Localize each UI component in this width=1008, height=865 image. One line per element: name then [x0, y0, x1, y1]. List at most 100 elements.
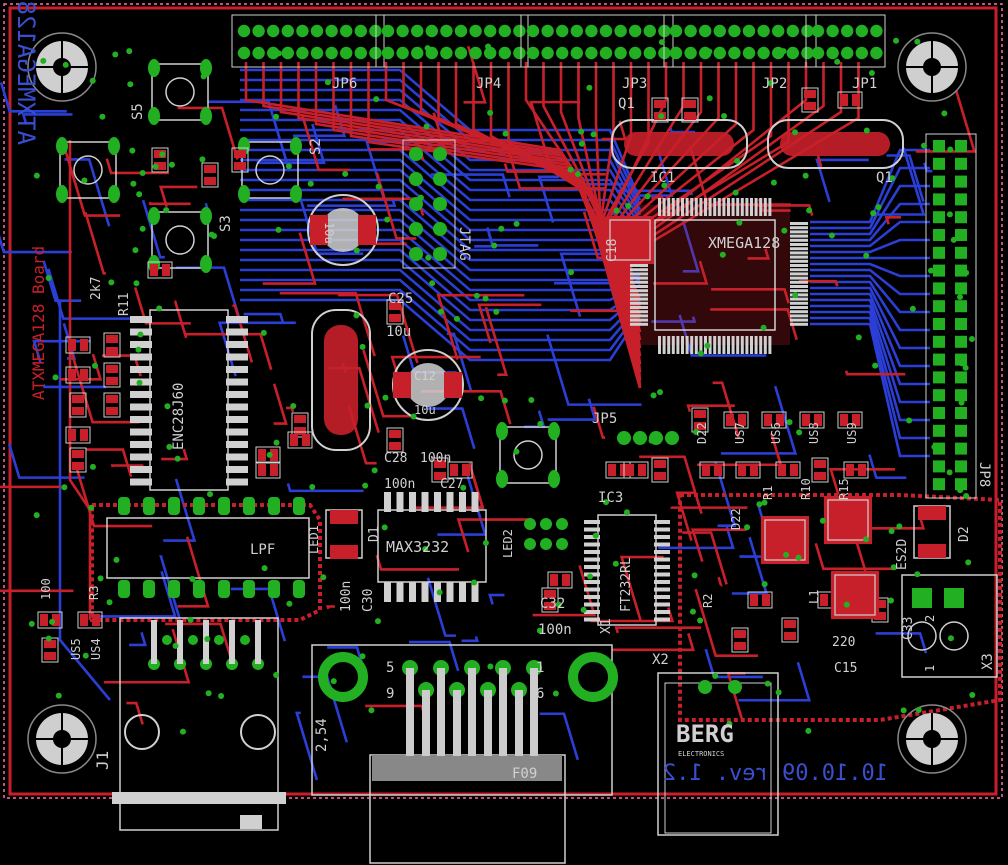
via [568, 269, 575, 276]
smd-outline [623, 461, 649, 479]
regulator-outline [764, 519, 806, 561]
d1-label: D1 [367, 526, 382, 542]
q1b-label: Q1 [618, 96, 635, 112]
header-pin [614, 46, 627, 60]
r11-label: R11 [117, 293, 132, 316]
jp8-pin [933, 282, 945, 295]
routing-trace [682, 531, 728, 585]
routing-trace [488, 593, 505, 605]
mcu-pin [736, 336, 740, 354]
via [950, 236, 957, 243]
ft-pin [584, 557, 600, 562]
ft-pin [654, 557, 670, 562]
ft-pin [584, 587, 600, 592]
smd-pad [874, 600, 886, 608]
q1-label: Q1 [876, 170, 893, 186]
via [889, 175, 896, 182]
jp4-label: JP4 [476, 76, 501, 92]
enc-pin [226, 453, 248, 461]
lpf-pad [218, 580, 230, 598]
header-pin [870, 46, 883, 60]
smd-pad [258, 449, 266, 461]
jp1-label: JP1 [852, 76, 877, 92]
jtag-pin [433, 247, 447, 261]
via [159, 151, 166, 158]
c11-value: 10u [322, 222, 336, 244]
via [613, 207, 620, 214]
ft-pin [654, 565, 670, 569]
smd-outline [801, 87, 819, 113]
via [136, 191, 143, 198]
small-header-pin [540, 538, 552, 550]
db9-pin1: 1 [536, 660, 544, 676]
header-pin [381, 46, 395, 60]
bus-trace [279, 62, 642, 317]
mcu-pin [699, 336, 703, 354]
routing-trace [717, 576, 723, 587]
smd-pad [72, 407, 84, 415]
c30-label: C30 [361, 589, 376, 612]
via [792, 129, 799, 136]
max-pin [434, 492, 441, 512]
via [946, 211, 953, 218]
header-pin [614, 24, 627, 38]
smd-pad [762, 594, 770, 606]
d22b-label: D22 [729, 508, 743, 530]
mcu-pin [662, 198, 666, 216]
via [266, 451, 273, 458]
smd-pad [804, 102, 816, 110]
mcu-pin [727, 336, 730, 354]
routing-trace [133, 286, 191, 325]
smd-pad [852, 414, 860, 426]
c12-value: 10u [414, 403, 436, 417]
ft-pin [654, 527, 670, 532]
routing-trace [461, 636, 480, 643]
via [482, 539, 489, 546]
db9-pin9: 9 [386, 686, 394, 702]
rj45-lead [203, 620, 209, 664]
bus-trace [810, 166, 930, 230]
db9-lead [453, 690, 461, 756]
via [957, 487, 964, 494]
via [33, 172, 40, 179]
regulator-pad [606, 216, 654, 264]
r15-label: R15 [837, 478, 851, 500]
mounting-hole-ring [27, 32, 97, 102]
routing-trace [42, 260, 82, 302]
bus-trace [240, 108, 642, 221]
via [890, 564, 897, 571]
ft-pin [654, 520, 670, 524]
jp8-pin [933, 389, 945, 402]
smd-pad [874, 612, 886, 620]
ic1-label: IC1 [650, 170, 675, 186]
routing-trace [129, 632, 147, 647]
routing-trace [503, 163, 554, 173]
via [697, 617, 704, 624]
routing-trace [158, 185, 198, 208]
jp5-pin [617, 431, 631, 445]
lpf-pad [193, 497, 205, 515]
header-pin [585, 46, 598, 60]
header-pin [713, 24, 726, 38]
header-pin [811, 46, 825, 60]
enc-pin [130, 391, 152, 398]
routing-trace [58, 300, 111, 701]
usb-uart-chip [584, 514, 670, 626]
button-pin [108, 185, 120, 203]
via [62, 61, 69, 68]
jtag-outline [402, 139, 456, 269]
mcu-pin [790, 264, 808, 267]
routing-trace [651, 195, 664, 200]
smd-pad [204, 165, 216, 173]
button-pin [496, 470, 508, 488]
via [764, 680, 771, 687]
button-pin [290, 185, 302, 203]
mcu-pin [759, 198, 763, 216]
db9-lead [422, 690, 430, 756]
header-pin [801, 46, 814, 60]
via [471, 579, 478, 586]
jp8-pin [955, 335, 967, 348]
via [689, 608, 696, 615]
rj45-lead [151, 620, 157, 664]
max-pin [421, 492, 429, 512]
